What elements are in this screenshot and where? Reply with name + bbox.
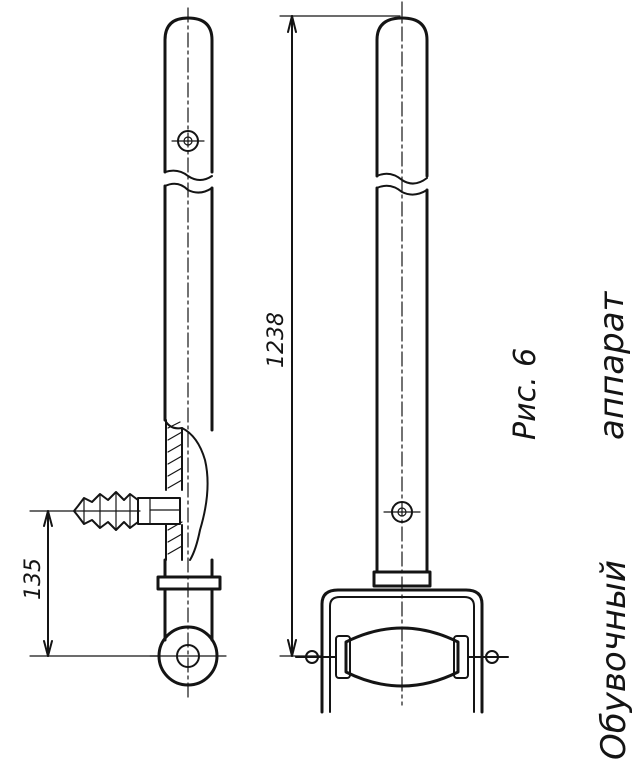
side-view [73,7,227,701]
side-collar [156,575,222,591]
front-base-block [372,570,432,588]
figure-label: Рис. 6 [508,348,543,440]
front-roller [295,626,509,688]
front-tube-lower [375,186,429,574]
front-break-bottom [376,184,428,196]
side-tube-lower [163,184,214,432]
dimension-height-group: 135 [21,510,161,657]
side-hatching [165,419,183,561]
dimension-length-label: 1238 [264,312,289,368]
front-tube-top [375,16,429,178]
front-bracket [320,588,484,714]
front-bracket-inner [329,596,475,713]
dimension-height-label: 135 [21,558,46,600]
front-view [295,1,509,714]
caption-word-1: Обувочный [594,560,634,760]
side-tube-bottom [163,558,214,642]
dimension-length-group: 1238 [264,15,401,657]
side-cutaway [164,419,209,561]
caption-word-2: аппарат [592,290,632,440]
